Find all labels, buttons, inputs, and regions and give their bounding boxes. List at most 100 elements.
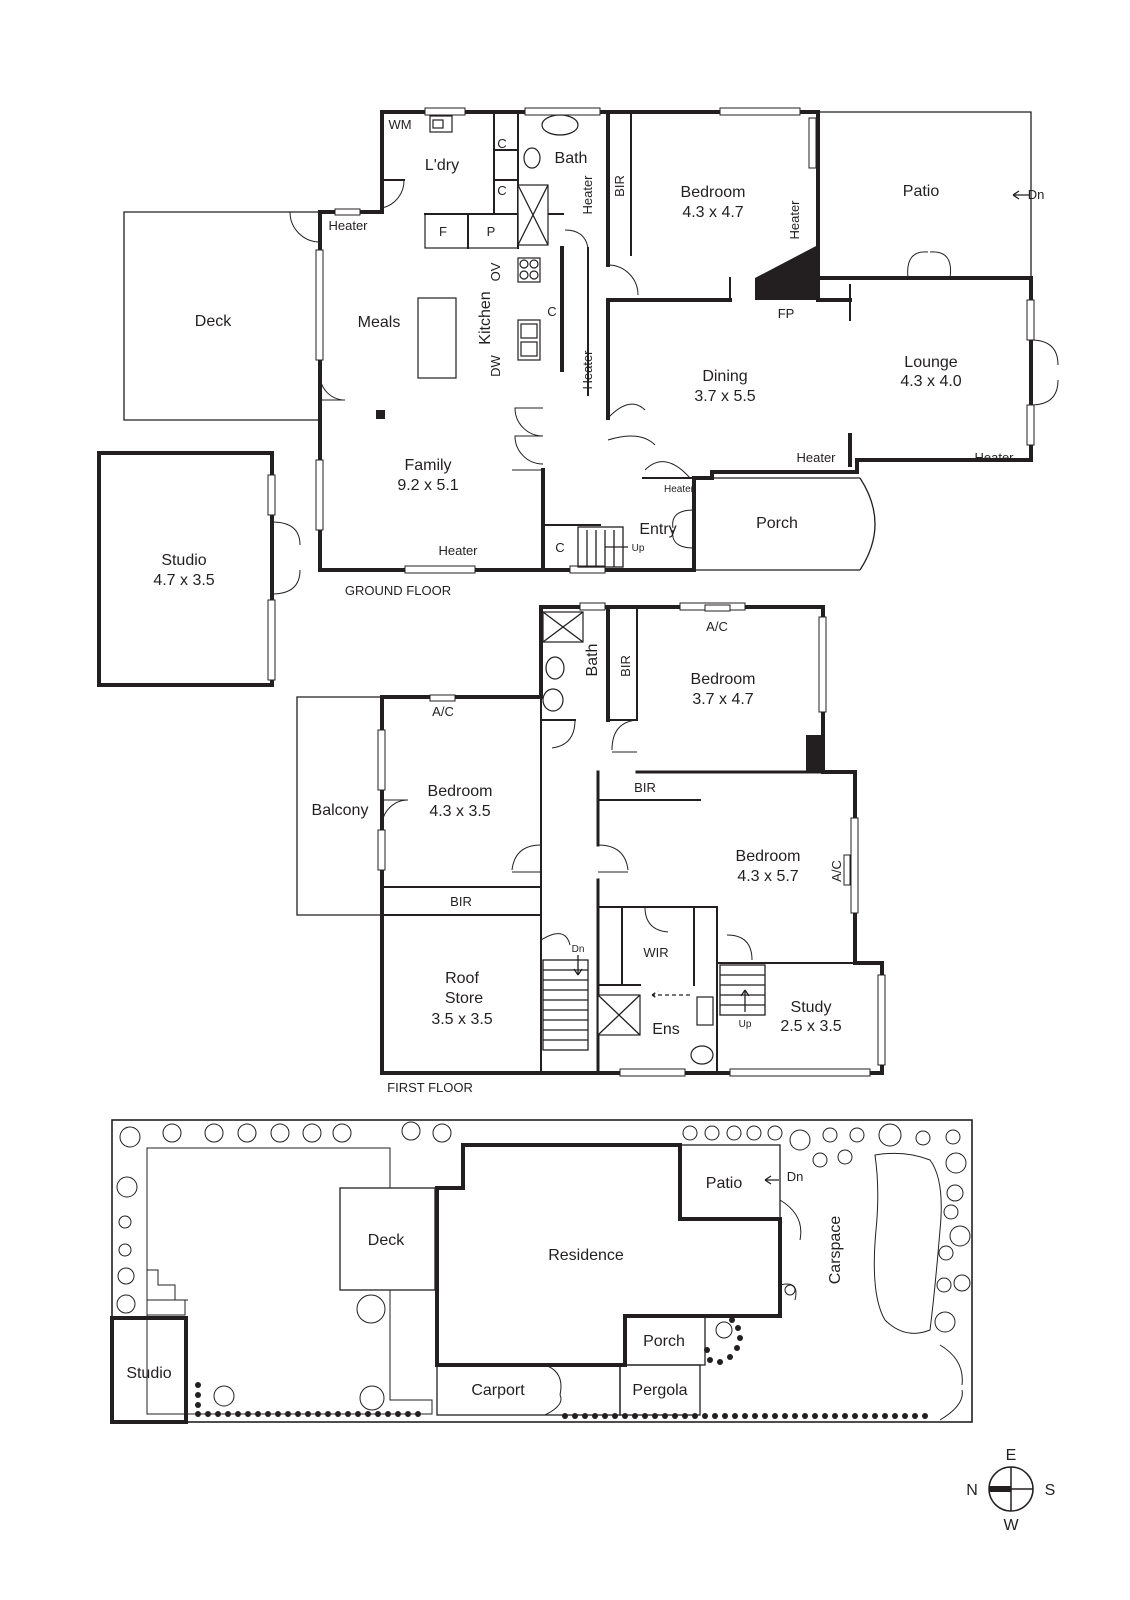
roof-store-dims: 3.5 x 3.5 (431, 1011, 492, 1028)
bedroom-label: Bedroom (691, 671, 756, 688)
site-boundary (111, 1119, 973, 1423)
ground-floor: Deck Meals L'dry WM C C Bath BIR Bedroom… (97, 107, 1059, 687)
bedroom-dims: 4.3 x 4.7 (682, 204, 743, 221)
cupboard-label: C (497, 136, 506, 151)
kitchen-label: Kitchen (477, 291, 494, 344)
bedroom-label: Bedroom (736, 848, 801, 865)
bir-label: BIR (612, 175, 627, 197)
first-floor: Bath BIR Bedroom 3.7 x 4.7 A/C A/C Balco… (296, 602, 886, 1095)
ground-floor-title: GROUND FLOOR (345, 583, 451, 598)
first-floor-fixtures (429, 604, 851, 1065)
meals-label: Meals (358, 314, 401, 331)
compass-east: E (1006, 1447, 1017, 1464)
balcony-outline (296, 696, 382, 916)
fridge-label: F (439, 224, 447, 239)
studio-label: Studio (161, 552, 206, 569)
chimney-icon (806, 735, 823, 772)
stairs-up-label: Up (739, 1019, 752, 1030)
site-studio-label: Studio (126, 1365, 171, 1382)
compass-icon: E N S W (966, 1447, 1055, 1534)
compass-west: W (1003, 1517, 1019, 1534)
first-floor-title: FIRST FLOOR (387, 1080, 473, 1095)
lounge-dims: 4.3 x 4.0 (900, 373, 961, 390)
studio-window (267, 474, 276, 516)
bir-label: BIR (634, 780, 656, 795)
site-dn-label: Dn (787, 1169, 804, 1184)
first-floor-stairs (542, 955, 766, 1051)
porch-outline (694, 477, 876, 571)
deck-outline (123, 211, 320, 421)
first-floor-doors (381, 719, 753, 961)
studio-dims: 4.7 x 3.5 (153, 572, 214, 589)
driveway-outline (873, 1152, 942, 1334)
oven-label: OV (488, 262, 503, 281)
pergola-outline (619, 1364, 701, 1416)
first-floor-internal-walls (381, 605, 883, 1075)
porch-label: Porch (756, 515, 798, 532)
balcony-label: Balcony (312, 802, 369, 819)
study-dims: 2.5 x 3.5 (780, 1018, 841, 1035)
stairs-down-label: Dn (572, 944, 585, 955)
site-patio-outline (679, 1144, 781, 1220)
lounge-label: Lounge (904, 354, 957, 371)
bath-label: Bath (584, 644, 601, 677)
studio-door (271, 521, 301, 595)
cupboard-label: C (497, 183, 506, 198)
patio-dn-arrow (1012, 190, 1029, 200)
site-gate (939, 1344, 963, 1421)
carport-outline (436, 1364, 621, 1416)
heater-label: Heater (580, 175, 595, 215)
heater-label: Heater (664, 484, 695, 495)
stairs-up-label: Up (632, 543, 645, 554)
studio-wall (97, 451, 274, 687)
bedroom-label: Bedroom (681, 184, 746, 201)
bir-label: BIR (450, 894, 472, 909)
bedroom-dims: 4.3 x 3.5 (429, 803, 490, 820)
first-floor-outer-wall (380, 605, 884, 1075)
dining-dims: 3.7 x 5.5 (694, 388, 755, 405)
carport-label: Carport (471, 1382, 525, 1399)
deck-label: Deck (195, 313, 232, 330)
cupboard-label: C (555, 540, 564, 555)
fireplace-icon (755, 245, 818, 300)
patio-label: Patio (903, 183, 940, 200)
site-porch-label: Porch (643, 1333, 685, 1350)
heater-label: Heater (787, 200, 802, 240)
ground-floor-fixtures (376, 114, 579, 419)
dishwasher-label: DW (488, 354, 503, 376)
tree-icons (116, 1121, 971, 1411)
compass-north: N (966, 1482, 978, 1499)
bath-label: Bath (555, 150, 588, 167)
family-label: Family (404, 457, 451, 474)
residence-label: Residence (548, 1247, 624, 1264)
entry-label: Entry (639, 521, 676, 538)
ensuite-label: Ens (652, 1021, 680, 1038)
ac-label: A/C (432, 704, 454, 719)
hedge-icons (195, 1317, 928, 1419)
fireplace-label: FP (778, 306, 795, 321)
bedroom-label: Bedroom (428, 783, 493, 800)
wm-label: WM (388, 117, 411, 132)
heater-label: Heater (796, 450, 836, 465)
compass-south: S (1045, 1482, 1056, 1499)
family-dims: 9.2 x 5.1 (397, 477, 458, 494)
site-studio-outline (110, 1316, 188, 1424)
site-deck-label: Deck (368, 1232, 405, 1249)
laundry-label: L'dry (425, 157, 459, 174)
roof-store-label: Roof (445, 970, 479, 987)
studio-window (267, 599, 276, 681)
bedroom-dims: 3.7 x 4.7 (692, 691, 753, 708)
patio-outline (820, 111, 1032, 278)
site-patio-label: Patio (706, 1175, 743, 1192)
heater-label: Heater (580, 350, 595, 390)
heater-label: Heater (974, 450, 1014, 465)
wir-label: WIR (643, 945, 668, 960)
heater-label: Heater (328, 218, 368, 233)
patio-dn-label: Dn (1028, 187, 1045, 202)
ac-label: A/C (706, 619, 728, 634)
ground-floor-doors (289, 179, 1059, 549)
ground-floor-stairs (577, 526, 628, 568)
heater-label: Heater (438, 543, 478, 558)
cupboard-label: C (547, 304, 556, 319)
